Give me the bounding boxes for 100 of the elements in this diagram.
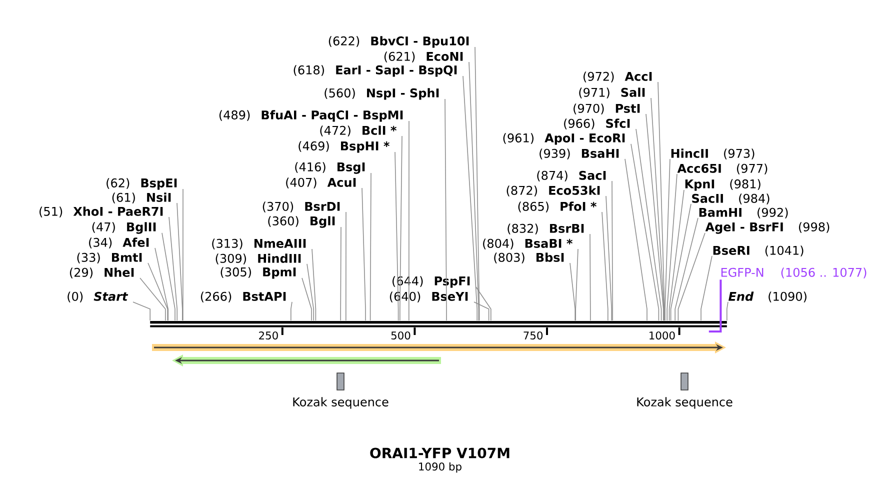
site-label: (804) BsaBI * (483, 238, 572, 250)
sequence-length: 1090 bp (419, 462, 462, 473)
leader-line (674, 218, 698, 321)
site-label: (47) BglII (92, 222, 156, 234)
site-label: (370) BsrDI (262, 202, 340, 212)
site-label: (416) BsgI (295, 162, 365, 174)
site-label: (865) PfoI * (518, 202, 596, 212)
leader-line (606, 196, 612, 321)
site-label: (966) SfcI (564, 118, 630, 130)
site-label: (560) NspI - SphI (324, 88, 439, 100)
site-label: KpnI (981) (685, 179, 760, 191)
leader-line (148, 262, 168, 321)
site-label: (640) BseYI (390, 292, 468, 302)
leader-line (162, 232, 176, 321)
site-label: (621) EcoNI (384, 52, 463, 62)
site-label: (61) NsiI (112, 192, 171, 204)
leader-line (462, 76, 478, 321)
leader-line (468, 62, 480, 321)
scale-label: 500 (391, 331, 410, 340)
site-label: (469) BspHI * (298, 141, 390, 153)
site-label: SacII (984) (692, 194, 770, 204)
feature-label: Kozak sequence (293, 397, 388, 409)
leader-line (140, 278, 166, 321)
site-label: Acc65I (977) (677, 164, 768, 174)
leader-line (624, 158, 648, 321)
site-label: (971) SalI (579, 88, 645, 98)
site-label: (472) BclI * (320, 126, 396, 136)
site-label: (62) BspEI (106, 178, 177, 190)
primer-line (708, 280, 722, 333)
leader-line (590, 234, 591, 321)
scale-label: 1000 (650, 331, 675, 340)
leader-line (666, 174, 678, 321)
end-label: End (1090) (728, 292, 806, 302)
leader-line (700, 256, 712, 321)
leader-line (664, 158, 670, 321)
site-label: (618) EarI - SapI - BspQI (294, 65, 457, 77)
sequence-line (150, 320, 727, 328)
scale-label: 750 (524, 331, 543, 340)
scale-label: 250 (259, 331, 278, 340)
leader-line (154, 248, 168, 321)
leader-line (474, 46, 480, 321)
site-label: (407) AcuI (286, 178, 356, 188)
leader-line (575, 248, 578, 321)
site-label: (305) BpmI (220, 267, 296, 279)
feature-label: Kozak sequence (637, 397, 732, 409)
site-label: BamHI (992) (699, 208, 788, 218)
feature-band (152, 342, 726, 354)
leader-line (168, 216, 178, 321)
leader-line (182, 188, 184, 321)
site-label: (34) AfeI (89, 238, 149, 248)
leader-line (394, 152, 399, 321)
title: ORAI1-YFP V107M (370, 448, 510, 458)
leader-line (646, 114, 664, 321)
end-label: (0) Start (68, 292, 128, 302)
leader-line (176, 202, 183, 321)
site-label: (972) AccI (584, 72, 652, 82)
site-label: (266) BstAPI (200, 292, 286, 302)
site-label: (51) XhoI - PaeR7I (40, 206, 163, 218)
site-label: (309) HindIII (216, 254, 301, 264)
site-label: (313) NmeAIII (212, 238, 306, 250)
primer-label: EGFP-N (1056 .. 1077) (721, 268, 866, 278)
leader-line (132, 302, 150, 321)
leader-line (474, 302, 490, 321)
leader-line (636, 128, 662, 321)
leader-line (306, 264, 314, 321)
feature-band (172, 354, 441, 366)
leader-line (602, 212, 608, 321)
site-label: (622) BbvCI - Bpu10I (328, 36, 469, 48)
site-label: (832) BsrBI (508, 224, 584, 234)
site-label: (489) BfuAI - PaqCI - BspMI (219, 110, 403, 122)
leader-line (302, 278, 312, 321)
leader-line (408, 120, 410, 321)
site-label: (803) BbsI (494, 252, 564, 264)
leader-line (650, 98, 664, 321)
leader-line (476, 286, 492, 321)
leader-line (668, 190, 684, 321)
site-label: (970) PstI (574, 104, 640, 114)
site-label: (872) Eco53kI (506, 186, 600, 196)
site-label: BseRI (1041) (713, 246, 804, 256)
leader-line (362, 188, 366, 321)
site-label: (33) BmtI (77, 252, 142, 264)
leader-line (678, 232, 706, 321)
leader-line (444, 98, 447, 321)
leader-line (658, 82, 665, 321)
site-label: HincII (973) (671, 148, 754, 160)
leader-line (340, 226, 342, 321)
leader-line (312, 248, 316, 321)
site-label: (874) SacI (537, 170, 606, 182)
site-label: AgeI - BsrFI (998) (705, 222, 830, 234)
site-label: (29) NheI (70, 268, 134, 278)
leader-line (570, 262, 576, 321)
site-label: (939) BsaHI (540, 148, 619, 160)
leader-line (612, 180, 613, 321)
leader-line (290, 302, 292, 321)
leader-line (670, 204, 692, 321)
leader-line (630, 144, 660, 321)
leader-line (400, 136, 402, 321)
leader-line (370, 172, 372, 321)
site-label: (961) ApoI - EcoRI (503, 133, 625, 145)
site-label: (360) BglI (268, 216, 335, 228)
